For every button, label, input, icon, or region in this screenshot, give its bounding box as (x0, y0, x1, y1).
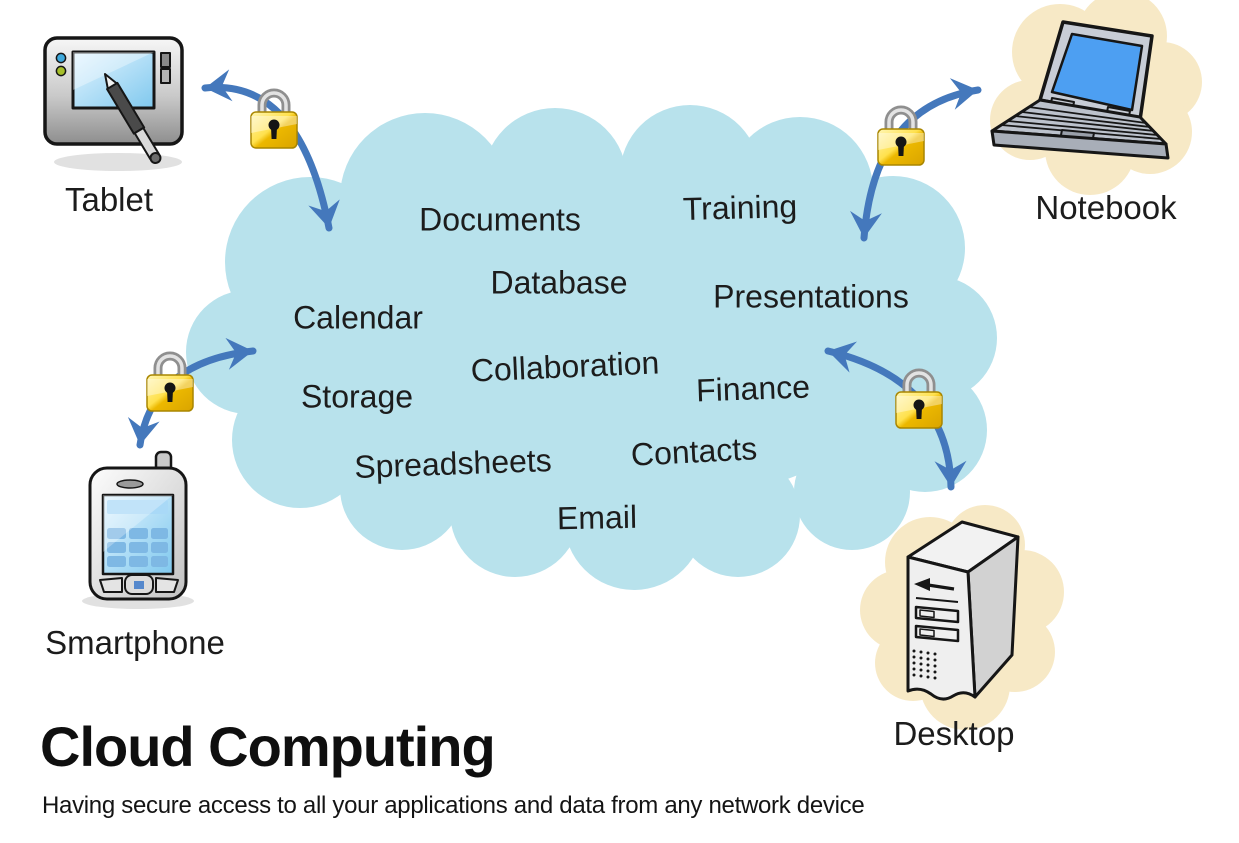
device-label-desktop: Desktop (893, 715, 1015, 752)
device-label-smartphone: Smartphone (45, 624, 225, 661)
service-label-email: Email (556, 498, 638, 537)
device-label-tablet: Tablet (64, 181, 154, 218)
service-label-presentations: Presentations (713, 278, 909, 315)
notebook-icon (990, 20, 1170, 160)
tablet-icon (43, 36, 184, 171)
service-label-contacts: Contacts (629, 430, 758, 473)
service-label-database: Database (490, 264, 628, 301)
padlock-icon (147, 356, 193, 411)
diagram-subtitle: Having secure access to all your applica… (42, 792, 865, 819)
service-label-storage: Storage (300, 378, 414, 415)
service-label-documents: Documents (419, 201, 581, 238)
padlock-icon (251, 93, 297, 148)
padlock-icon (878, 110, 924, 165)
service-label-finance: Finance (695, 368, 811, 409)
service-label-spreadsheets: Spreadsheets (353, 442, 553, 485)
smartphone-icon (82, 450, 194, 609)
desktop-tower-icon (906, 520, 1020, 701)
diagram-title: Cloud Computing (40, 715, 496, 778)
service-label-training: Training (682, 188, 798, 227)
service-label-calendar: Calendar (293, 299, 423, 336)
device-label-notebook: Notebook (1035, 189, 1177, 226)
